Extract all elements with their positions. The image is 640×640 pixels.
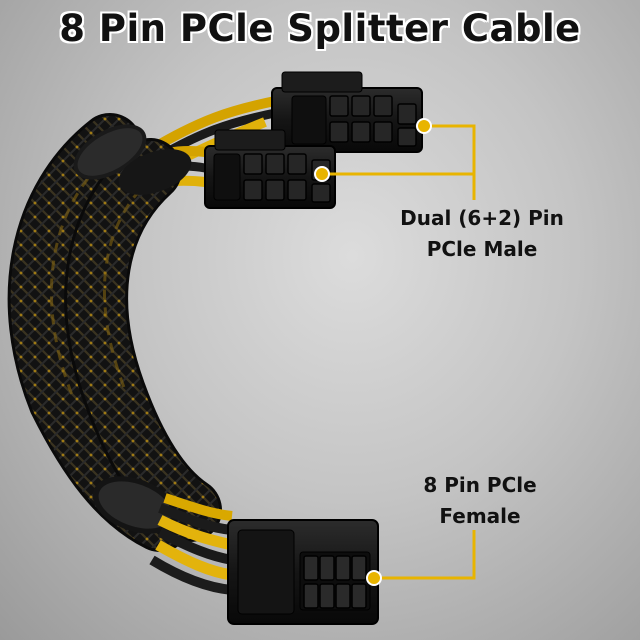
callout-female-line2: Female — [439, 504, 521, 528]
female-connector — [227, 519, 379, 625]
callout-male-line1: Dual (6+2) Pin — [400, 206, 564, 230]
callout-male-line2: PCle Male — [426, 237, 538, 261]
callout-male-label: Dual (6+2) Pin PCle Male — [382, 203, 582, 265]
callout-dot-icon — [314, 118, 432, 586]
male-connector-rear — [271, 71, 423, 153]
heat-shrink-top — [73, 124, 192, 195]
heat-shrink-bottom — [92, 476, 178, 534]
callout-female-label: 8 Pin PCle Female — [380, 470, 580, 532]
male-connector-front — [204, 129, 336, 209]
page-title: 8 Pin PCle Splitter Cable — [59, 7, 581, 50]
bottom-wires — [149, 493, 234, 595]
braided-sleeves — [7, 113, 222, 552]
callout-male-line — [322, 124, 476, 200]
callout-female-line1: 8 Pin PCle — [423, 473, 537, 497]
callout-female-line — [374, 530, 476, 580]
